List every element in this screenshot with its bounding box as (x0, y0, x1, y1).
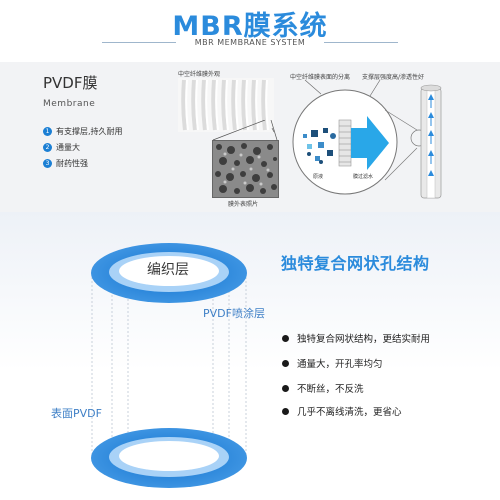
feature-text: 有支撑层,持久耐用 (56, 127, 123, 136)
sem-surface-photo (212, 140, 279, 198)
membrane-subtitle: Membrane (43, 99, 96, 109)
pvdf-spray-layer-label: PVDF喷涂层 (203, 307, 265, 320)
feature-item: 3 耐药性强 (43, 158, 88, 169)
diagram-label-raw: 原液 (313, 173, 323, 180)
bullet-dot (282, 334, 289, 342)
surface-pvdf-label: 表面PVDF (51, 407, 102, 420)
separation-diagram: 原液 膜过滤水 (292, 79, 442, 199)
diagram-label-filtered: 膜过滤水 (353, 173, 373, 180)
membrane-title: PVDF膜 (43, 74, 98, 92)
subtitle-divider-right (324, 42, 398, 43)
benefit-item: 独特复合网状结构，更结实耐用 (282, 331, 430, 345)
diagram-caption-right: 支撑层强度高/渗透性好 (362, 74, 425, 81)
feature-text: 耐药性强 (56, 159, 88, 168)
sem-photo-caption: 膜外表照片 (228, 201, 259, 208)
bullet-dot (282, 407, 289, 415)
page-header: MBR膜系统 MBR MEMBRANE SYSTEM (0, 0, 500, 62)
subtitle-divider-left (102, 42, 176, 43)
weave-layer-label: 编织层 (147, 262, 189, 278)
fiber-photo-caption: 中空纤维膜外观 (178, 71, 221, 78)
bullet-dot (282, 384, 289, 392)
benefit-item: 几乎不离线清洗，更省心 (282, 404, 402, 418)
page-subtitle: MBR MEMBRANE SYSTEM (194, 38, 306, 47)
bullet-dot (282, 359, 289, 367)
benefit-item: 不断丝，不反洗 (282, 381, 364, 395)
diagram-caption-left: 中空纤维膜表面的分离 (290, 74, 351, 81)
feature-item: 2 通量大 (43, 142, 80, 153)
structure-section (0, 212, 500, 500)
benefit-text: 独特复合网状结构，更结实耐用 (297, 334, 431, 345)
page-title: MBR膜系统 (172, 11, 328, 42)
benefit-item: 通量大，开孔率均匀 (282, 356, 383, 370)
number-badge: 1 (43, 127, 52, 136)
feature-item: 1 有支撑层,持久耐用 (43, 126, 123, 137)
number-badge: 3 (43, 159, 52, 168)
hollow-fiber-photo (178, 78, 274, 132)
benefit-text: 不断丝，不反洗 (297, 384, 364, 395)
zoom-lines (212, 120, 278, 141)
structure-heading: 独特复合网状孔结构 (281, 254, 430, 273)
feature-text: 通量大 (56, 143, 80, 152)
membrane-structure-cylinder (91, 243, 247, 488)
number-badge: 2 (43, 143, 52, 152)
benefit-text: 几乎不离线清洗，更省心 (297, 407, 402, 418)
benefit-text: 通量大，开孔率均匀 (297, 359, 383, 370)
